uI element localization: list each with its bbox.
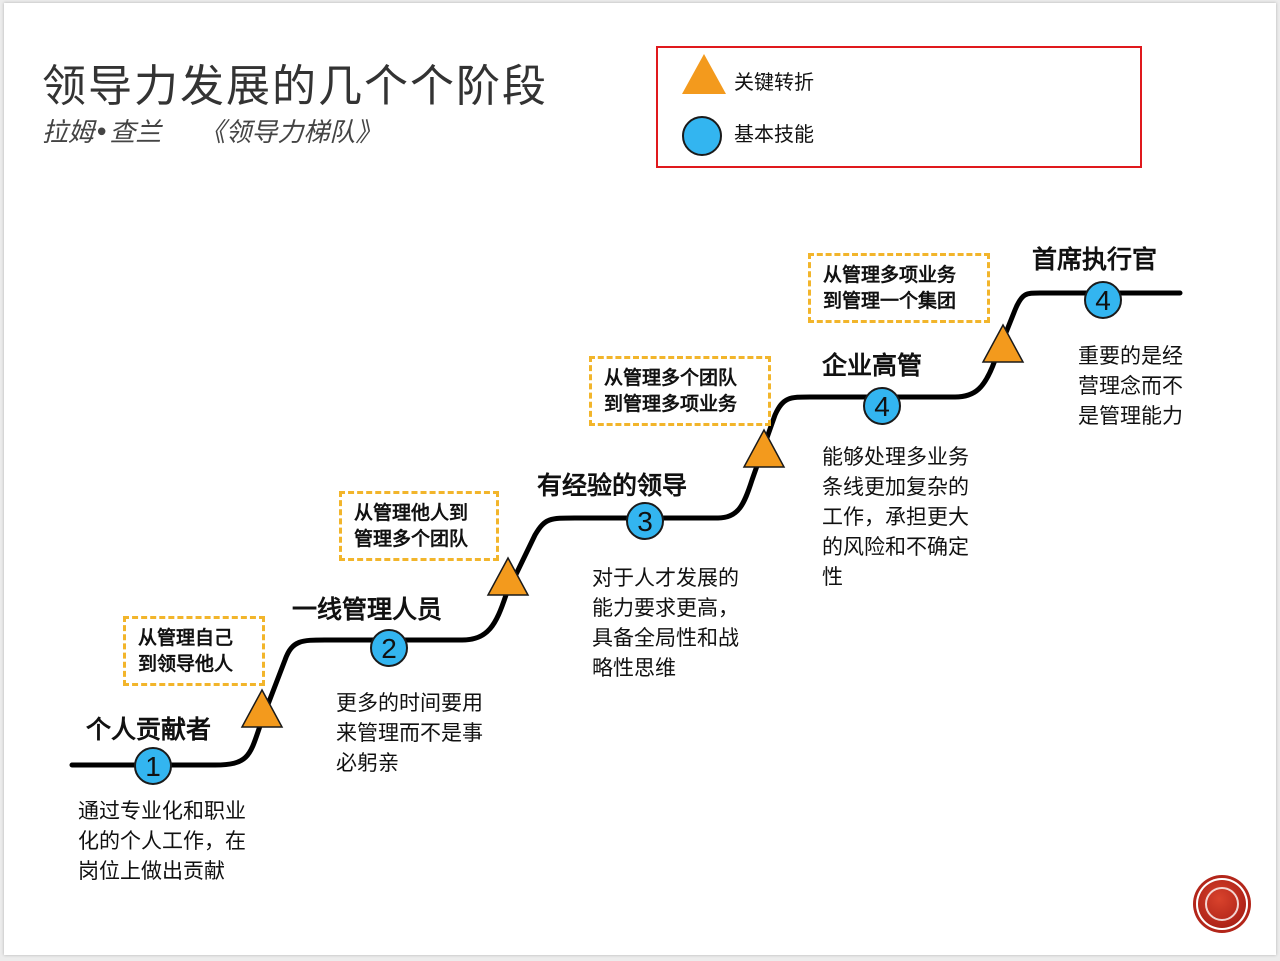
transition-line: 从管理多个团队 (604, 367, 738, 389)
seal-logo-icon (1196, 878, 1248, 930)
description-line: 略性思维 (592, 656, 676, 680)
transition-box-4: 从管理多项业务 到管理一个集团 (808, 253, 990, 323)
subtitle: 拉姆•查兰 《领导力梯队》 (42, 112, 381, 149)
description-line: 更多的时间要用 (336, 691, 483, 715)
triangle-icon (682, 54, 726, 94)
description-line: 能力要求更高， (592, 596, 739, 620)
circle-icon (626, 502, 664, 540)
page-title: 领导力发展的几个个阶段 (42, 61, 548, 112)
level-name-2: 一线管理人员 (292, 595, 443, 624)
legend-label-key-transition: 关键转折 (734, 70, 814, 94)
level-number-2: 2 (381, 633, 397, 664)
description-line: 是管理能力 (1078, 404, 1183, 428)
level-number-3: 3 (637, 506, 653, 537)
description-line: 营理念而不 (1078, 374, 1183, 398)
triangle-icon (981, 323, 1025, 363)
level-name-1: 个人贡献者 (86, 715, 212, 744)
description-line: 重要的是经 (1078, 344, 1183, 368)
description-line: 条线更加复杂的 (822, 475, 969, 499)
basic-skill-1: 1 (134, 747, 172, 785)
level-name-4: 企业高管 (822, 351, 923, 380)
legend-key-transition: 关键转折 (682, 54, 814, 94)
transition-line: 管理多个团队 (354, 528, 469, 550)
description-line: 能够处理多业务 (822, 445, 969, 469)
circle-icon (134, 747, 172, 785)
basic-skill-2: 2 (370, 629, 408, 667)
level-description-4: 能够处理多业务 条线更加复杂的 工作，承担更大 的风险和不确定 性 (822, 442, 969, 592)
transition-box-2: 从管理他人到 管理多个团队 (339, 491, 499, 561)
description-line: 具备全局性和战 (592, 626, 739, 650)
circle-icon (863, 387, 901, 425)
level-name-3: 有经验的领导 (537, 471, 688, 500)
transition-line: 到管理一个集团 (823, 290, 957, 312)
level-description-1: 通过专业化和职业 化的个人工作，在 岗位上做出贡献 (78, 796, 246, 886)
description-line: 对于人才发展的 (592, 566, 739, 590)
key-transition-3 (742, 428, 786, 468)
slide (4, 3, 1276, 955)
description-line: 的风险和不确定 (822, 535, 969, 559)
transition-line: 到领导他人 (138, 653, 234, 675)
level-name-5: 首席执行官 (1032, 245, 1158, 274)
transition-line: 从管理多项业务 (823, 264, 957, 286)
transition-line: 从管理他人到 (354, 502, 469, 524)
key-transition-4 (981, 323, 1025, 363)
legend-label-basic-skill: 基本技能 (734, 122, 814, 146)
description-line: 工作，承担更大 (822, 505, 969, 529)
book-title: 《领导力梯队》 (199, 118, 382, 148)
key-transition-1 (240, 688, 284, 728)
circle-icon (682, 116, 722, 156)
level-number-5: 4 (1095, 285, 1111, 316)
level-number-1: 1 (145, 751, 161, 782)
basic-skill-4: 4 (863, 387, 901, 425)
level-description-3: 对于人才发展的 能力要求更高， 具备全局性和战 略性思维 (592, 563, 739, 683)
level-description-2: 更多的时间要用 来管理而不是事 必躬亲 (336, 688, 483, 778)
triangle-icon (486, 556, 530, 596)
triangle-icon (240, 688, 284, 728)
legend: 关键转折 基本技能 (656, 46, 1142, 168)
description-line: 岗位上做出贡献 (78, 859, 225, 883)
author: 拉姆•查兰 (42, 118, 162, 148)
basic-skill-5: 4 (1084, 281, 1122, 319)
basic-skill-3: 3 (626, 502, 664, 540)
description-line: 必躬亲 (336, 751, 399, 775)
circle-icon (1084, 281, 1122, 319)
level-number-4: 4 (874, 391, 890, 422)
circle-icon (370, 629, 408, 667)
key-transition-2 (486, 556, 530, 596)
transition-box-3: 从管理多个团队 到管理多项业务 (589, 356, 771, 426)
level-description-5: 重要的是经 营理念而不 是管理能力 (1078, 341, 1183, 431)
description-line: 来管理而不是事 (336, 721, 483, 745)
legend-basic-skill: 基本技能 (682, 116, 814, 156)
description-line: 化的个人工作，在 (78, 829, 246, 853)
transition-box-1: 从管理自己 到领导他人 (123, 616, 265, 686)
transition-line: 到管理多项业务 (604, 393, 738, 415)
career-path-line (69, 290, 1183, 768)
description-line: 通过专业化和职业 (78, 799, 246, 823)
description-line: 性 (822, 565, 843, 589)
triangle-icon (742, 428, 786, 468)
transition-line: 从管理自己 (138, 627, 234, 649)
